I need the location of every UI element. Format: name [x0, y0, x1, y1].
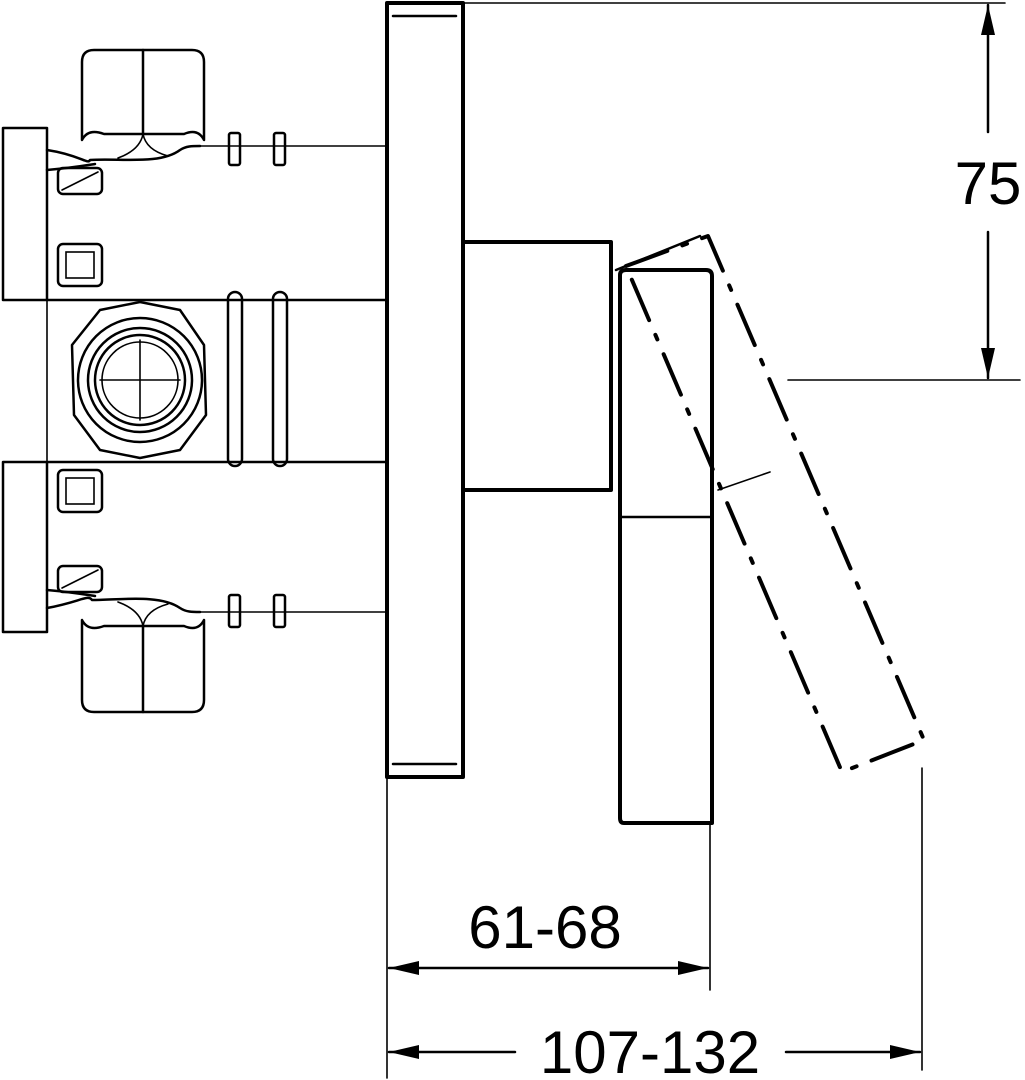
- dimension-label-height: 75: [955, 150, 1022, 217]
- clip: [272, 131, 287, 167]
- lever-handle: [614, 234, 714, 825]
- dimension-label-depth: 61-68: [468, 894, 621, 961]
- clip: [272, 593, 287, 629]
- upper-hex-nut: [80, 48, 206, 159]
- spindle-housing: [461, 240, 613, 492]
- lever-open-position: [624, 234, 926, 774]
- slot: [271, 290, 289, 468]
- dimension-label-overall: 107-132: [540, 1019, 760, 1080]
- square-window-4: [56, 564, 104, 594]
- square-window-3: [56, 468, 104, 514]
- square-window-1: [56, 166, 104, 196]
- clip: [227, 593, 242, 629]
- lower-hex-nut: [80, 601, 206, 714]
- dimension-depth: 61-68: [386, 776, 711, 1079]
- clip: [227, 131, 242, 167]
- dimension-overall: 107-132: [387, 767, 923, 1080]
- slot: [226, 290, 244, 468]
- lower-bracket: [1, 460, 49, 634]
- valve-body: [1, 48, 387, 714]
- upper-bracket: [1, 126, 49, 302]
- wall-plate: [385, 1, 465, 779]
- dimension-height: 75: [462, 2, 1022, 381]
- square-window-2: [56, 242, 104, 288]
- central-port: [70, 300, 208, 460]
